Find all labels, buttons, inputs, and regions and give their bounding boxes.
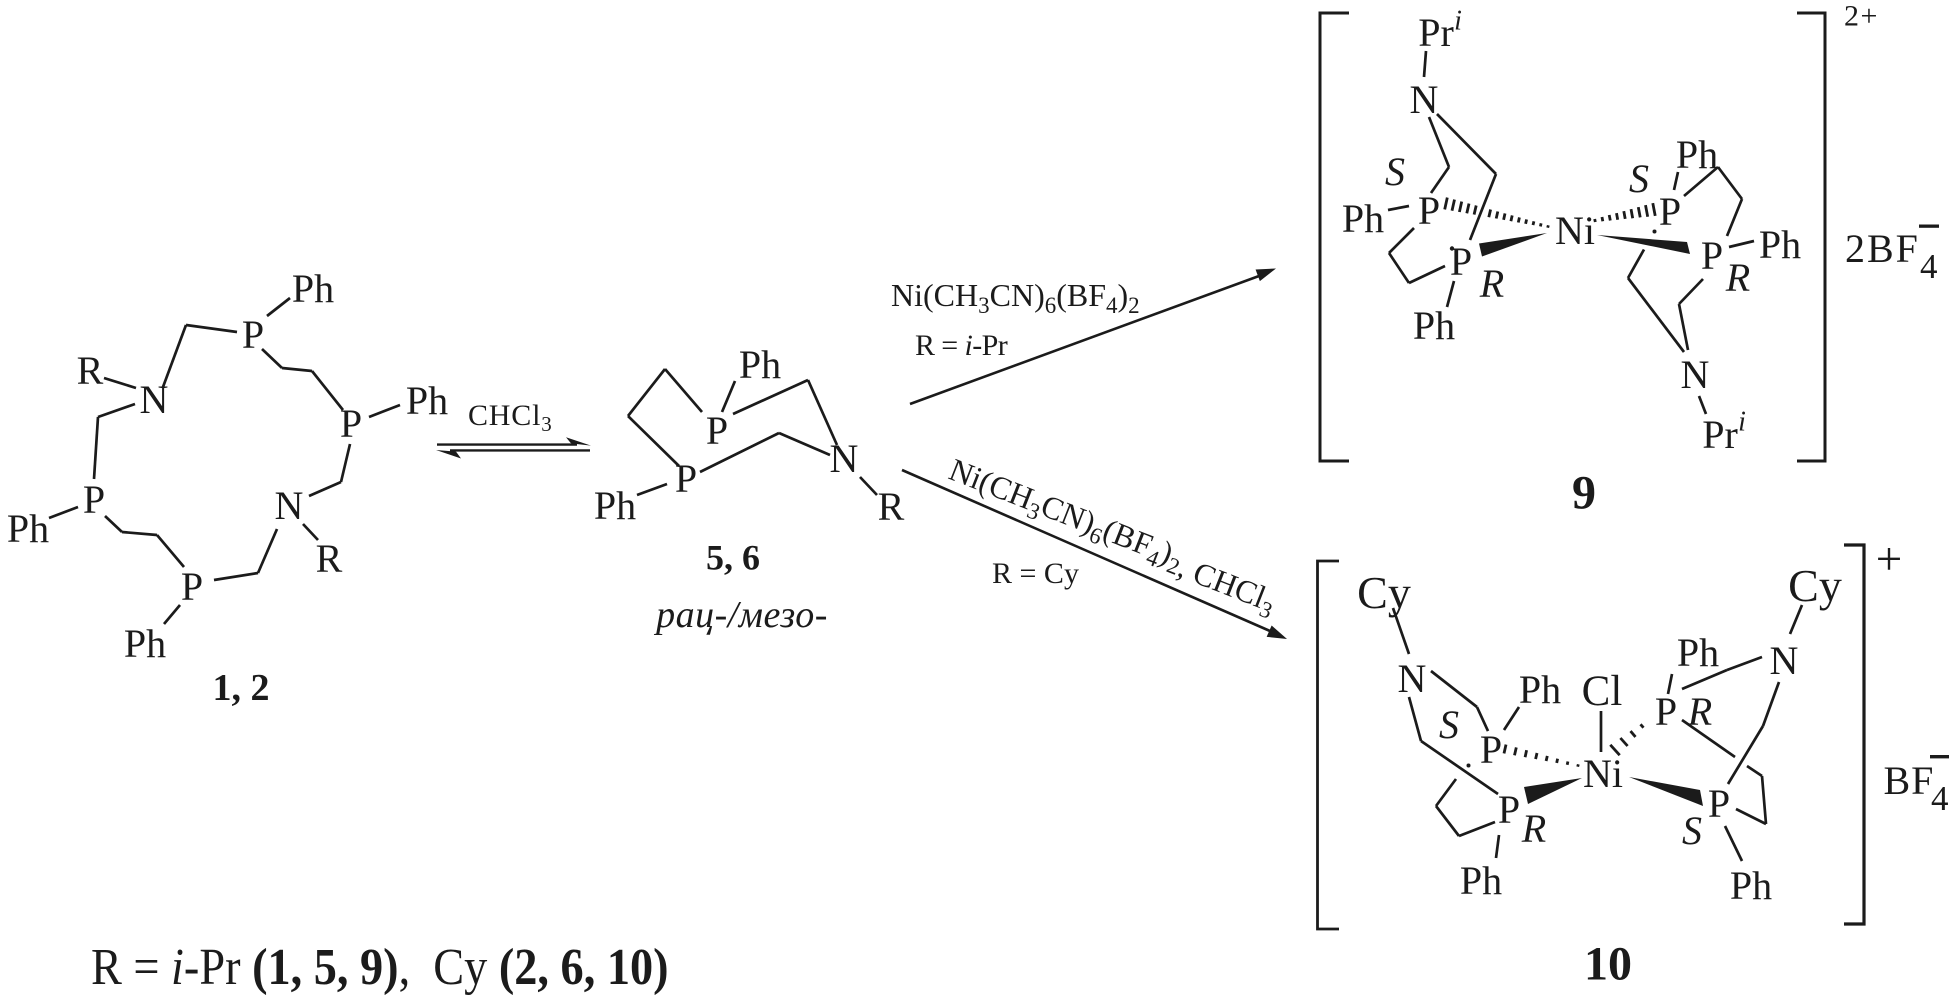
svg-text:1, 2: 1, 2	[213, 667, 270, 709]
svg-text:Ph: Ph	[7, 506, 49, 551]
svg-text:P: P	[1480, 727, 1502, 772]
svg-text:Ni: Ni	[1555, 208, 1595, 253]
svg-text:N: N	[1410, 77, 1439, 122]
svg-text:Ph: Ph	[1460, 858, 1502, 903]
svg-text:Ph: Ph	[406, 378, 448, 423]
svg-text:CHCl3: CHCl3	[468, 399, 553, 436]
svg-text:Ph: Ph	[124, 621, 166, 666]
svg-text:N: N	[1770, 638, 1799, 683]
svg-text:P: P	[1701, 233, 1723, 278]
svg-text:N: N	[275, 483, 304, 528]
svg-text:Cl: Cl	[1582, 668, 1623, 715]
svg-text:R: R	[316, 536, 343, 581]
svg-text:Ph: Ph	[1519, 667, 1561, 712]
svg-text:Ph: Ph	[1759, 222, 1801, 267]
svg-text:Ni(CH3CN)6(BF4)2: Ni(CH3CN)6(BF4)2	[891, 277, 1140, 318]
svg-text:P: P	[1418, 188, 1440, 233]
svg-text:Cy: Cy	[1357, 567, 1411, 618]
svg-text:R: R	[77, 348, 104, 393]
svg-text:i: i	[1738, 407, 1746, 438]
svg-text:2+: 2+	[1844, 0, 1879, 33]
svg-text:P: P	[1498, 787, 1520, 832]
svg-text:R: R	[878, 484, 905, 529]
svg-text:R = i-Pr (1, 5, 9), Cy (2, 6,: R = i-Pr (1, 5, 9), Cy (2, 6, 10)	[91, 938, 669, 995]
svg-text:S: S	[1439, 702, 1459, 747]
svg-text:P: P	[340, 401, 362, 446]
svg-text:10: 10	[1584, 938, 1632, 991]
svg-text:P: P	[181, 564, 203, 609]
svg-text:R: R	[1521, 806, 1546, 851]
svg-text:5, 6: 5, 6	[706, 537, 760, 577]
svg-text:P: P	[1659, 189, 1681, 234]
svg-text:R = i-Pr: R = i-Pr	[915, 329, 1008, 362]
svg-text:i: i	[1454, 6, 1462, 37]
svg-text:P: P	[675, 456, 697, 501]
svg-text:P: P	[706, 408, 728, 453]
svg-text:Ph: Ph	[292, 266, 334, 311]
svg-text:S: S	[1682, 808, 1702, 853]
svg-text:+: +	[1876, 534, 1903, 586]
svg-text:Ph: Ph	[739, 342, 781, 387]
svg-text:4: 4	[1920, 247, 1938, 286]
svg-text:Ph: Ph	[1413, 303, 1455, 348]
svg-text:R: R	[1725, 255, 1750, 300]
svg-text:P: P	[83, 477, 105, 522]
svg-text:2BF: 2BF	[1845, 226, 1920, 271]
svg-text:BF: BF	[1884, 758, 1935, 803]
svg-text:N: N	[1681, 352, 1710, 397]
svg-text:Ph: Ph	[594, 483, 636, 528]
svg-text:Ph: Ph	[1342, 196, 1384, 241]
svg-text:R = Cy: R = Cy	[992, 557, 1079, 590]
svg-text:Ph: Ph	[1676, 132, 1718, 177]
svg-text:R: R	[1479, 261, 1504, 306]
svg-text:P: P	[1655, 689, 1677, 734]
svg-text:Cy: Cy	[1788, 560, 1842, 611]
svg-text:P: P	[242, 312, 264, 357]
svg-text:N: N	[830, 436, 859, 481]
svg-text:Ph: Ph	[1677, 630, 1719, 675]
svg-text:9: 9	[1572, 467, 1596, 520]
svg-text:рац-/мезо-: рац-/мезо-	[653, 594, 828, 636]
svg-text:P: P	[1450, 239, 1472, 284]
svg-text:4: 4	[1931, 779, 1949, 818]
svg-text:Pr: Pr	[1702, 412, 1738, 457]
svg-text:S: S	[1385, 149, 1405, 194]
svg-text:Ph: Ph	[1730, 863, 1772, 908]
svg-text:S: S	[1629, 156, 1649, 201]
svg-text:N: N	[1398, 656, 1427, 701]
svg-text:Pr: Pr	[1418, 10, 1454, 55]
svg-text:P: P	[1708, 781, 1730, 826]
svg-text:Ni: Ni	[1583, 751, 1623, 796]
